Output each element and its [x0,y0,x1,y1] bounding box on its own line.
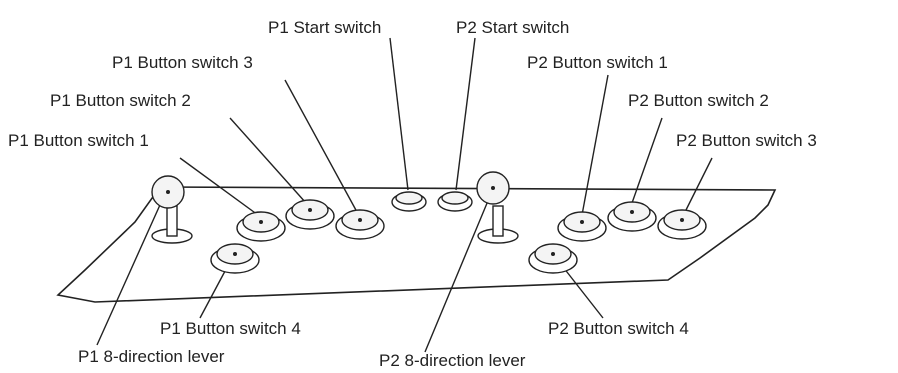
label-p2-button-4: P2 Button switch 4 [548,319,689,338]
p1-button-2 [285,199,335,230]
leader-p2-lever [424,195,491,353]
leader-p2-button-2 [631,117,663,204]
p1-lever [151,175,193,244]
p1-start-switch [391,191,427,212]
p2-button-4 [528,243,578,274]
label-p1-lever: P1 8-direction lever [78,347,225,366]
label-p2-start: P2 Start switch [456,18,569,37]
leader-p2-start [455,37,476,191]
label-p1-button-1: P1 Button switch 1 [8,131,149,150]
p2-button-2 [607,201,657,232]
leader-p2-button-1 [581,74,609,216]
label-p2-button-2: P2 Button switch 2 [628,91,769,110]
p2-button-3 [657,209,707,240]
leader-p1-start [389,37,409,191]
leader-p1-lever [96,195,165,346]
leader-p1-button-3 [284,79,358,213]
p2-start-switch [437,191,473,212]
label-p1-button-2: P1 Button switch 2 [50,91,191,110]
label-p1-button-3: P1 Button switch 3 [112,53,253,72]
label-p2-button-1: P2 Button switch 1 [527,53,668,72]
label-p1-start: P1 Start switch [268,18,381,37]
p1-button-1 [236,211,286,242]
p1-button-4 [210,243,260,274]
leader-p1-button-2 [229,117,307,204]
label-p2-lever: P2 8-direction lever [379,351,526,370]
p1-button-3 [335,209,385,240]
p2-button-1 [557,211,607,242]
p2-lever [476,171,519,244]
leader-p2-button-3 [684,157,713,213]
label-p1-button-4: P1 Button switch 4 [160,319,301,338]
leader-p1-button-1 [179,157,259,216]
label-p2-button-3: P2 Button switch 3 [676,131,817,150]
